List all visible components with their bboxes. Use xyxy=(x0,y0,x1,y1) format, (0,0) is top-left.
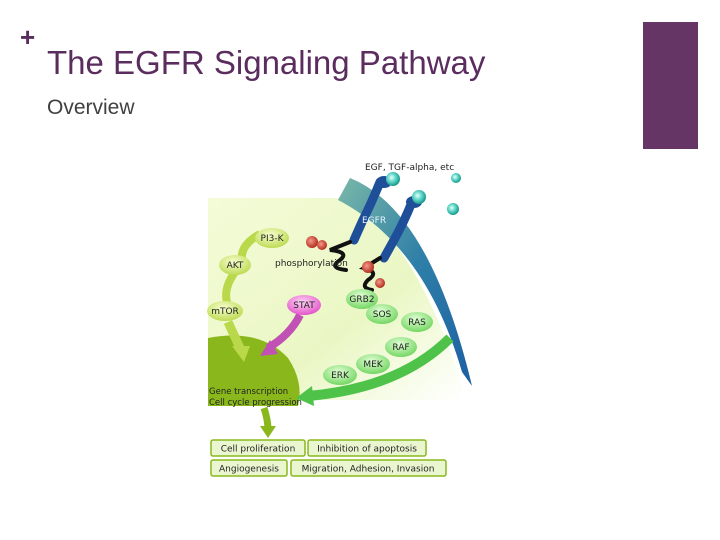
slide-subtitle: Overview xyxy=(47,96,135,119)
svg-text:MEK: MEK xyxy=(363,360,383,370)
arrow-erk-nucleus xyxy=(307,334,454,401)
phosphate-dot xyxy=(306,236,318,248)
svg-text:mTOR: mTOR xyxy=(211,307,239,317)
arrowhead xyxy=(232,346,250,362)
cell-membrane xyxy=(338,178,472,386)
node-grb2: GRB2 xyxy=(346,289,378,309)
slide-title: The EGFR Signaling Pathway xyxy=(47,44,486,81)
outcome-migration: Migration, Adhesion, Invasion xyxy=(290,459,447,477)
outcome-angiogenesis: Angiogenesis xyxy=(210,459,288,477)
svg-text:STAT: STAT xyxy=(293,301,315,311)
egfr-pathway-diagram: EGF, TGF-alpha, etc EGFR phosphorylation… xyxy=(207,163,472,477)
svg-text:SOS: SOS xyxy=(373,310,392,320)
svg-text:Inhibition of apoptosis: Inhibition of apoptosis xyxy=(317,445,417,455)
arrowhead xyxy=(260,340,278,356)
nucleus-label-line1: Gene transcription xyxy=(209,387,288,397)
node-mek: MEK xyxy=(356,354,390,374)
arrowhead xyxy=(296,386,314,406)
svg-text:ERK: ERK xyxy=(331,371,350,381)
svg-text:Migration, Adhesion, Invasion: Migration, Adhesion, Invasion xyxy=(302,465,435,475)
nucleus-label-line2: Cell cycle progression xyxy=(209,398,302,408)
node-raf: RAF xyxy=(385,337,417,357)
ligand xyxy=(412,190,426,204)
node-sos: SOS xyxy=(366,304,398,324)
svg-text:AKT: AKT xyxy=(227,261,244,271)
ligand xyxy=(451,173,461,183)
node-mtor: mTOR xyxy=(207,301,243,321)
node-pi3k: PI3-K xyxy=(255,228,289,248)
phosphorylation-label: phosphorylation xyxy=(275,259,348,269)
phosphate-dot xyxy=(317,240,327,250)
phosphate-dot xyxy=(362,261,374,273)
ligand-label: EGF, TGF-alpha, etc xyxy=(365,163,454,173)
node-stat: STAT xyxy=(287,295,321,315)
svg-text:Angiogenesis: Angiogenesis xyxy=(219,465,279,475)
node-akt: AKT xyxy=(219,255,251,275)
accent-bar xyxy=(643,22,698,149)
svg-text:RAS: RAS xyxy=(408,318,426,328)
outcome-inhibition-apoptosis: Inhibition of apoptosis xyxy=(307,439,427,457)
svg-text:Cell proliferation: Cell proliferation xyxy=(221,445,296,455)
svg-text:GRB2: GRB2 xyxy=(349,295,374,305)
svg-text:PI3-K: PI3-K xyxy=(261,234,285,244)
phosphate-dot xyxy=(375,278,385,288)
outcome-cell-proliferation: Cell proliferation xyxy=(210,439,306,457)
receptor-label: EGFR xyxy=(362,216,386,226)
node-ras: RAS xyxy=(401,312,433,332)
arrowhead xyxy=(260,426,276,438)
ligand xyxy=(386,172,400,186)
node-erk: ERK xyxy=(323,365,357,385)
ligand xyxy=(447,203,459,215)
arrow-mtor-nucleus xyxy=(223,320,245,350)
plus-sign: + xyxy=(20,22,36,52)
svg-text:RAF: RAF xyxy=(392,343,409,353)
